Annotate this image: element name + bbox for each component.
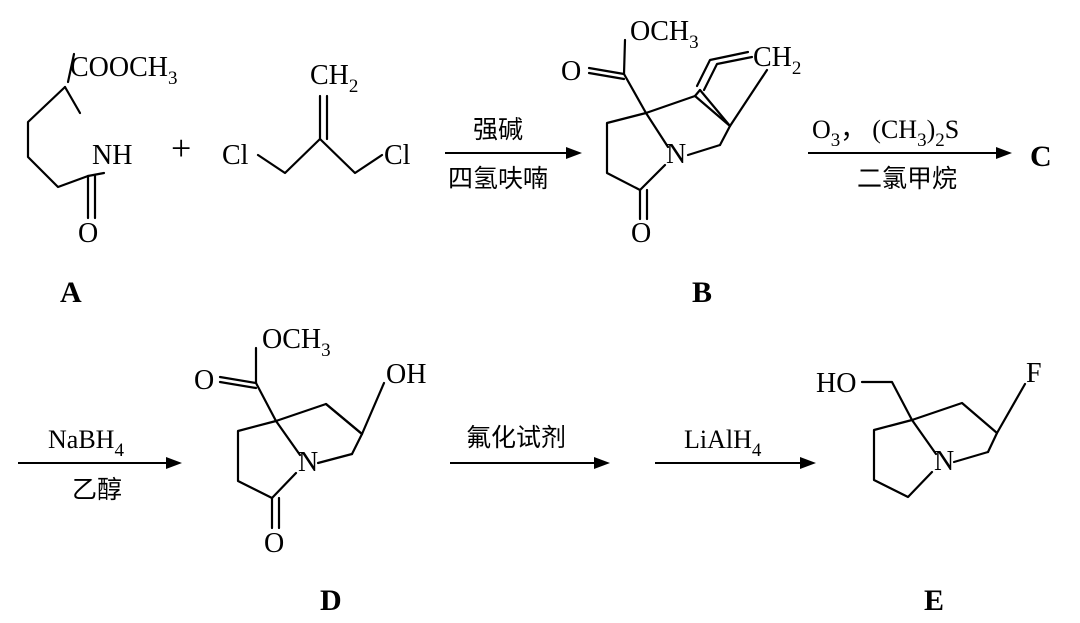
arrow-3-above: NaBH4 bbox=[48, 425, 124, 461]
b-ch2-text: CH2 bbox=[753, 42, 801, 79]
compound-a: COOCH3 NH O A bbox=[26, 52, 178, 309]
arrow-5: LiAlH4 bbox=[655, 425, 816, 469]
compound-d: OCH3 O OH N O D bbox=[194, 324, 426, 617]
dichloride-cl-left: Cl bbox=[222, 140, 249, 171]
a-ester-text: COOCH3 bbox=[70, 52, 178, 89]
arrow-1-above: 强碱 bbox=[473, 115, 523, 144]
label-e: E bbox=[924, 584, 944, 617]
a-nh-text: NH bbox=[92, 140, 132, 171]
compound-b: OCH3 O CH2 N O B bbox=[561, 16, 801, 309]
arrow-1: 强碱 四氢呋喃 bbox=[445, 115, 582, 193]
arrow-2: O3，(CH3)2S 二氯甲烷 C bbox=[808, 115, 1052, 193]
e-n-text: N bbox=[934, 446, 954, 477]
e-ho-text: HO bbox=[816, 368, 856, 399]
label-b: B bbox=[692, 276, 712, 309]
arrow-4: 氟化试剂 bbox=[450, 423, 610, 469]
compound-e: HO F N E bbox=[816, 358, 1042, 617]
arrow-1-below: 四氢呋喃 bbox=[448, 164, 548, 193]
label-c: C bbox=[1030, 140, 1052, 173]
d-oh-text: OH bbox=[386, 359, 426, 390]
arrow-2-below: 二氯甲烷 bbox=[857, 164, 957, 193]
dichloride-cl-right: Cl bbox=[384, 140, 411, 171]
arrow-3: NaBH4 乙醇 bbox=[18, 425, 182, 504]
dichloride-ch2-text: CH2 bbox=[310, 60, 358, 97]
e-f-text: F bbox=[1026, 358, 1042, 389]
label-d: D bbox=[320, 584, 342, 617]
compound-dichloride: CH2 Cl Cl bbox=[222, 60, 411, 175]
b-och3-text: OCH3 bbox=[630, 16, 699, 53]
label-a: A bbox=[60, 276, 82, 309]
b-n-text: N bbox=[666, 139, 686, 170]
arrow-5-above: LiAlH4 bbox=[684, 425, 762, 461]
d-o-text: O bbox=[264, 528, 284, 559]
b-o-ester-text: O bbox=[561, 56, 581, 87]
arrow-2-above: O3，(CH3)2S bbox=[812, 115, 959, 151]
d-och3-text: OCH3 bbox=[262, 324, 331, 361]
arrow-4-above: 氟化试剂 bbox=[466, 423, 566, 452]
b-o-text: O bbox=[631, 218, 651, 249]
arrow-3-below: 乙醇 bbox=[72, 475, 122, 504]
d-n-text: N bbox=[298, 447, 318, 478]
plus-sign: + bbox=[171, 128, 191, 168]
a-o-text: O bbox=[78, 218, 98, 249]
d-o-ester-text: O bbox=[194, 365, 214, 396]
